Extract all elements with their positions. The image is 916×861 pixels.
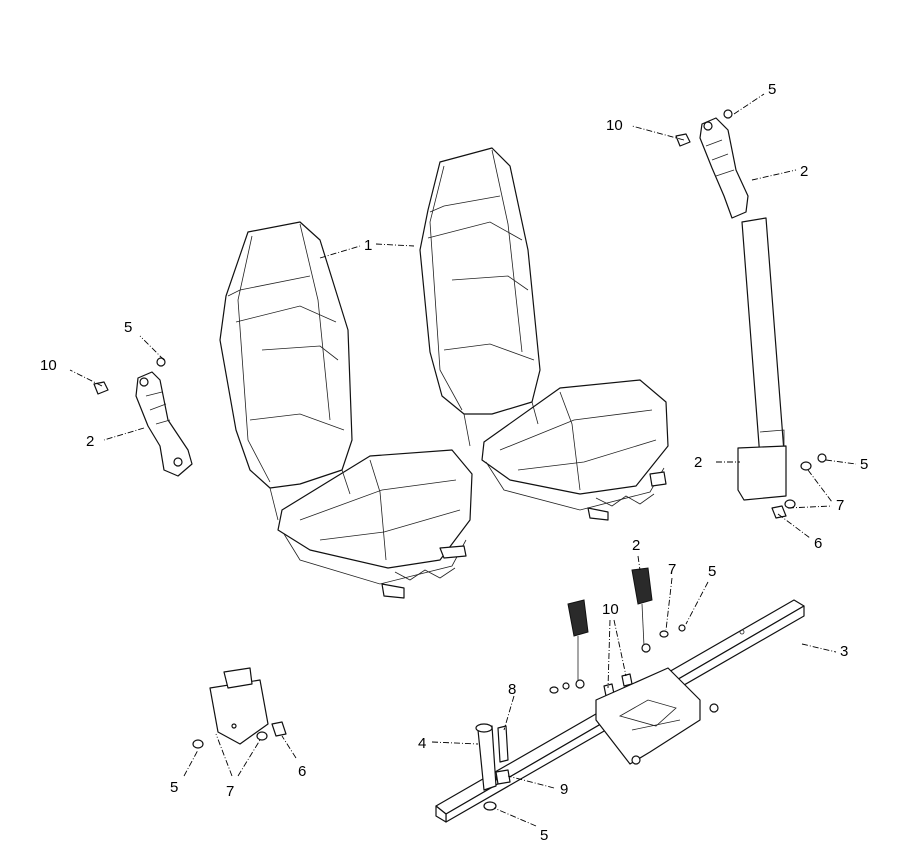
callout-10-buckle: 10 xyxy=(602,601,619,618)
callout-5-lower-left: 5 xyxy=(170,779,178,796)
callout-5-right: 5 xyxy=(860,456,868,473)
retractor-box-lower-left xyxy=(192,667,287,749)
callout-1: 1 xyxy=(364,237,372,254)
callout-8: 8 xyxy=(508,681,516,698)
mount-bracket xyxy=(595,667,719,765)
nut-upper-right xyxy=(723,109,733,119)
callout-labels: 1 10 5 2 5 10 2 2 5 7 6 2 7 5 10 3 8 4 9… xyxy=(40,81,868,844)
callout-5-upper: 5 xyxy=(768,81,776,98)
callout-6-lower-left: 6 xyxy=(298,763,306,780)
callout-5-bottom: 5 xyxy=(540,827,548,844)
buckle-front xyxy=(567,599,589,689)
leader-lines xyxy=(69,93,857,827)
pin-and-clip xyxy=(475,723,511,811)
callout-7-right: 7 xyxy=(836,497,844,514)
callout-5-left: 5 xyxy=(124,319,132,336)
callout-5-buckle: 5 xyxy=(708,563,716,580)
belt-retractor-left xyxy=(135,371,193,477)
callout-2-upper: 2 xyxy=(800,163,808,180)
callout-2-buckle: 2 xyxy=(632,537,640,554)
callout-7-lower-left: 7 xyxy=(226,783,234,800)
callout-7-buckle: 7 xyxy=(668,561,676,578)
bolt-left xyxy=(93,381,109,395)
callout-2-left: 2 xyxy=(86,433,94,450)
buckle-rear xyxy=(631,567,653,653)
callout-4: 4 xyxy=(418,735,426,752)
seat-left xyxy=(219,221,473,599)
nut-left xyxy=(156,357,166,367)
seat-right xyxy=(419,147,669,521)
callout-3: 3 xyxy=(840,643,848,660)
callout-10-upper: 10 xyxy=(606,117,623,134)
callout-10-left: 10 xyxy=(40,357,57,374)
callout-9: 9 xyxy=(560,781,568,798)
buckle-hardware xyxy=(549,624,686,697)
belt-upper-right xyxy=(699,117,787,501)
callout-2-right: 2 xyxy=(694,454,702,471)
callout-6-right: 6 xyxy=(814,535,822,552)
